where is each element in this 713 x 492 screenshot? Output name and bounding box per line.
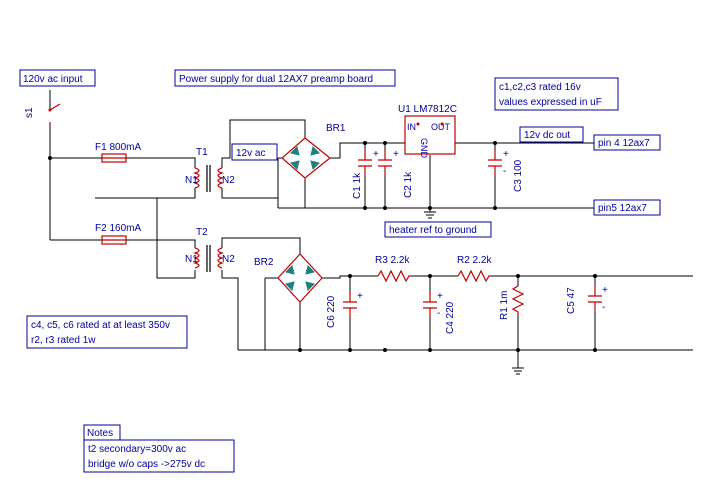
ground-symbol-hv (512, 367, 524, 375)
svg-text:Power supply for dual 12AX7 pr: Power supply for dual 12AX7 preamp board (179, 74, 373, 85)
fuse-f2: F2 160mA (95, 223, 141, 245)
br1-label: BR1 (326, 123, 346, 134)
resistor-r2: R2 2.2k (457, 255, 492, 283)
c6-label: C6 220 (326, 295, 337, 328)
u1-label: U1 LM7812C (398, 104, 457, 115)
lv-caps-note-box: c1,c2,c3 rated 16v values expressed in u… (494, 77, 619, 111)
bridge-br2: BR2 (254, 253, 323, 303)
svg-text:pin 4 12ax7: pin 4 12ax7 (598, 138, 650, 149)
svg-text:12v ac: 12v ac (236, 148, 265, 159)
fuse-f1: F1 800mA (95, 142, 141, 163)
r2-label: R2 2.2k (457, 255, 492, 266)
svg-text:bridge w/o caps ->275v dc: bridge w/o caps ->275v dc (88, 459, 205, 470)
r3-label: R3 2.2k (375, 255, 410, 266)
svg-text:heater ref to ground: heater ref to ground (389, 225, 477, 236)
ground-symbol-lv (424, 211, 436, 219)
c3-label: C3 100 (513, 159, 524, 192)
svg-text:+: + (357, 291, 363, 302)
ac12-label-box: 12v ac (231, 143, 278, 161)
dc-out-label-box: 12v dc out (519, 126, 584, 143)
svg-text:values expressed in uF: values expressed in uF (499, 97, 602, 108)
junction-dots (48, 141, 597, 352)
svg-text:+: + (373, 149, 379, 160)
svg-text:120v ac input: 120v ac input (23, 74, 83, 85)
notes-box: t2 secondary=300v ac bridge w/o caps ->2… (83, 439, 235, 473)
t2-label: T2 (196, 227, 208, 238)
hv-caps-note-box: c4, c5, c6 rated at at least 350v r2, r3… (26, 315, 188, 349)
svg-text:-: - (503, 166, 506, 177)
f2-label: F2 160mA (95, 223, 141, 234)
svg-text:+: + (437, 291, 443, 302)
svg-text:+: + (393, 149, 399, 160)
pin5-label-box: pin5 12ax7 (593, 199, 661, 216)
svg-text:Notes: Notes (87, 428, 113, 439)
t1-n2-label: N2 (222, 175, 235, 186)
t2-n2-label: N2 (222, 254, 235, 265)
bridge-br1: BR1 (281, 123, 346, 179)
svg-text:+: + (503, 149, 509, 160)
wires (49, 90, 693, 368)
c5-label: C5 47 (566, 287, 577, 314)
heater-ref-label-box: heater ref to ground (384, 221, 492, 238)
svg-text:-: - (602, 302, 605, 313)
transformer-t1: T1 N1 N2 (185, 147, 235, 192)
regulator-u1: U1 LM7812C IN OUT GND (398, 104, 457, 159)
svg-text:t2 secondary=300v ac: t2 secondary=300v ac (88, 444, 186, 455)
capacitor-c5: + - C5 47 (566, 285, 608, 314)
svg-text:pin5 12ax7: pin5 12ax7 (598, 203, 647, 214)
svg-text:c4, c5, c6 rated at at least 3: c4, c5, c6 rated at at least 350v (31, 320, 170, 331)
c4-label: C4 220 (445, 301, 456, 334)
capacitor-c3: + - C3 100 (488, 149, 524, 192)
title-box: Power supply for dual 12AX7 preamp board (174, 69, 396, 87)
pin4-label-box: pin 4 12ax7 (593, 134, 661, 151)
svg-text:-: - (437, 308, 440, 319)
svg-text:c1,c2,c3 rated 16v: c1,c2,c3 rated 16v (499, 82, 581, 93)
s1-label: s1 (24, 107, 35, 118)
switch-s1: s1 (24, 103, 61, 125)
t1-label: T1 (196, 147, 208, 158)
br2-label: BR2 (254, 257, 274, 268)
resistor-r1: R1 1m (499, 285, 525, 320)
r1-label: R1 1m (499, 291, 510, 320)
capacitor-c1: + C1 1k (352, 149, 379, 199)
notes-title-box: Notes (83, 424, 121, 441)
f1-label: F1 800mA (95, 142, 141, 153)
resistor-r3: R3 2.2k (375, 255, 412, 283)
transformer-t2: T2 N1 N2 (185, 227, 235, 272)
u1-gnd-label: GND (419, 138, 429, 159)
u1-out-label: OUT (431, 122, 451, 132)
capacitor-c6: + C6 220 (326, 291, 363, 328)
c1-label: C1 1k (352, 172, 363, 199)
input-box: 120v ac input (19, 69, 96, 87)
svg-text:+: + (602, 285, 608, 296)
u1-in-label: IN (407, 122, 416, 132)
capacitor-c2: + C2 1k (378, 149, 414, 198)
t1-n1-label: N1 (185, 175, 198, 186)
t2-n1-label: N1 (185, 254, 198, 265)
svg-text:r2, r3 rated 1w: r2, r3 rated 1w (31, 335, 96, 346)
c2-label: C2 1k (403, 171, 414, 198)
capacitor-c4: + - C4 220 (423, 291, 456, 334)
svg-text:12v dc out: 12v dc out (524, 130, 570, 141)
